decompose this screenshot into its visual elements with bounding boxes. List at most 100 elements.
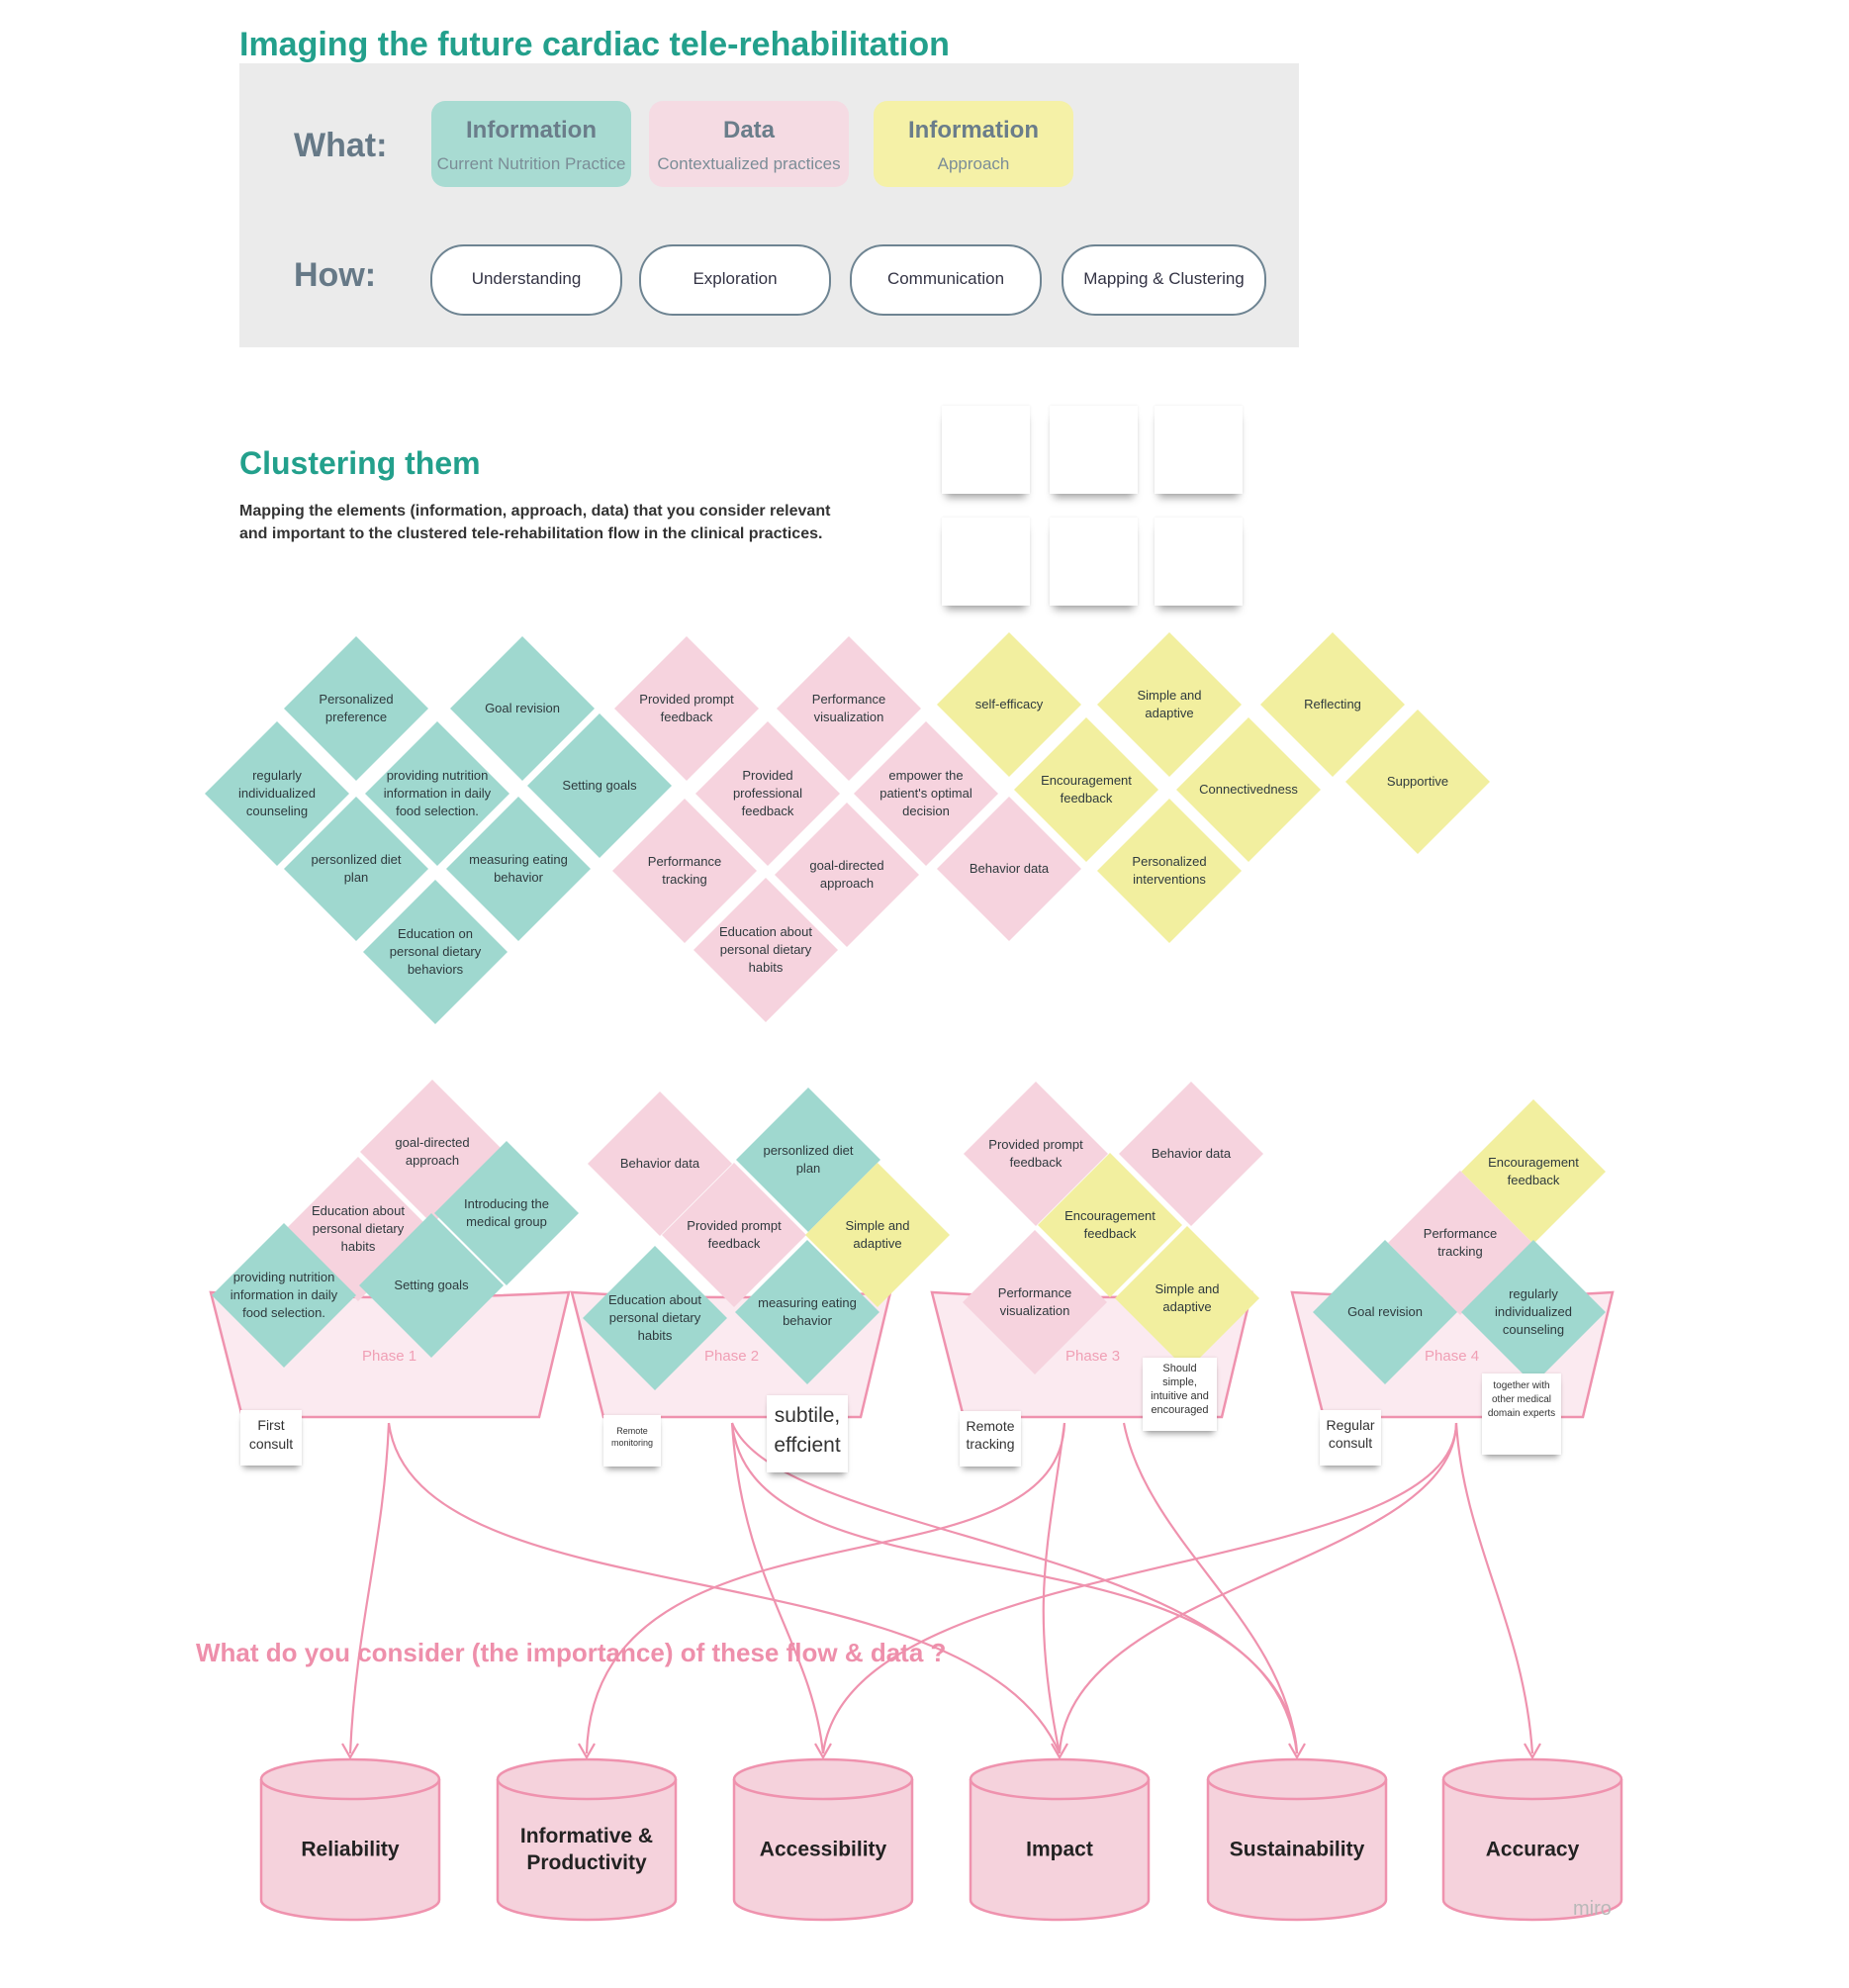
outcome-impact-label: Impact [1026,1838,1093,1861]
outcome-reliability-label: Reliability [301,1838,400,1861]
phase-4-diamond-regularly-individualized-counseling[interactable] [1461,1240,1606,1384]
flow-arrowhead [1051,1743,1068,1760]
phase-2-diamond-simple-and-adaptive[interactable] [805,1163,950,1307]
flow-connector[interactable] [1042,1422,1066,1754]
outcome-impact-cylinder[interactable] [969,1757,1151,1922]
method-mapping-clustering[interactable]: Mapping & Clustering [1062,244,1266,316]
outcome-reliability-cylinder[interactable] [259,1757,441,1922]
outcome-accessibility-cylinder[interactable] [732,1757,914,1922]
phase-3-note[interactable]: Remote tracking [960,1411,1021,1467]
phase-4-label: Phase 4 [1425,1348,1480,1365]
cluster-diamond-goal-revision[interactable] [450,636,595,781]
category-data[interactable]: Data Contextualized practices [649,101,849,187]
outcome-accuracy-label: Accuracy [1485,1838,1580,1861]
cluster-diamond-simple-and-adaptive[interactable] [1097,632,1242,777]
outcome-sustainability-cylinder[interactable] [1206,1757,1388,1922]
empty-sticky-note[interactable] [942,406,1030,494]
flow-connector[interactable] [730,1422,825,1754]
outcome-accessibility-label: Accessibility [759,1838,887,1861]
cluster-diamond-encouragement-feedback[interactable] [1014,717,1158,862]
flow-arrowhead [1524,1743,1541,1760]
cluster-diamond-reflecting[interactable] [1260,632,1405,777]
phase-2-diamond-provided-prompt-feedback[interactable] [662,1163,806,1307]
cluster-diamond-regularly-individualized-counseling[interactable] [205,721,349,866]
what-how-panel: What: Information Current Nutrition Prac… [239,63,1299,347]
empty-sticky-note[interactable] [1155,518,1243,606]
cluster-diamond-education-about-personal-dietary-habits[interactable] [693,878,838,1022]
phase-2-diamond-behavior-data[interactable] [588,1091,732,1236]
cluster-diamond-connectivedness[interactable] [1176,717,1321,862]
outcome-accuracy-cylinder[interactable] [1441,1757,1623,1922]
empty-sticky-note[interactable] [1050,406,1138,494]
flow-connector[interactable] [1454,1422,1534,1754]
phase-1-diamond-introducing-the-medical-group[interactable] [434,1141,579,1285]
category-information-approach[interactable]: Information Approach [874,101,1073,187]
phase-3-diamond-provided-prompt-feedback[interactable] [964,1082,1108,1226]
phase-2-note[interactable]: Remote monitoring [603,1415,661,1467]
phase-1-note[interactable]: First consult [240,1410,302,1466]
cylinder-rim [259,1778,441,1801]
phase-4-note[interactable]: Regular consult [1320,1410,1381,1466]
flow-connector[interactable] [730,1422,1299,1754]
method-exploration[interactable]: Exploration [639,244,831,316]
empty-sticky-note[interactable] [942,518,1030,606]
cluster-diamond-measuring-eating-behavior[interactable] [446,797,591,941]
phase-4-diamond-goal-revision[interactable] [1313,1240,1457,1384]
phase-3-diamond-simple-and-adaptive[interactable] [1115,1226,1259,1371]
cluster-diamond-personalized-interventions[interactable] [1097,799,1242,943]
flow-connector[interactable] [585,1422,1066,1754]
flow-connector[interactable] [821,1422,1458,1754]
empty-sticky-note[interactable] [1050,518,1138,606]
flow-arrowhead [578,1743,596,1760]
flow-connector[interactable] [730,1422,1299,1754]
phase-1-diamond-setting-goals[interactable] [359,1213,504,1358]
clustering-title: Clustering them [239,445,481,481]
cluster-diamond-providing-nutrition-information-in-daily-food-selection[interactable] [365,721,509,866]
cylinder-rim [1206,1778,1388,1801]
miro-logo: miro [1573,1898,1612,1920]
cluster-diamond-performance-tracking[interactable] [612,799,757,943]
cluster-diamond-provided-professional-feedback[interactable] [695,721,840,866]
outcome-informative-productivity-label: Informative & Productivity [519,1825,654,1874]
phase-4-extra-note[interactable]: together with other medical domain exper… [1482,1373,1561,1455]
cluster-diamond-personalized-preference[interactable] [284,636,428,781]
cluster-diamond-provided-prompt-feedback[interactable] [614,636,759,781]
flow-connector[interactable] [1058,1422,1458,1754]
phase-2-diamond-measuring-eating-behavior[interactable] [735,1240,879,1384]
cluster-diamond-supportive[interactable] [1345,710,1490,854]
phase-3-diamond-performance-visualization[interactable] [963,1230,1107,1374]
phase-1-diamond-providing-nutrition-information-in-daily-food-selection[interactable] [212,1223,356,1368]
phase-2-extra-note[interactable]: subtile, effcient [767,1395,848,1472]
clustering-description-line: and important to the clustered tele-reha… [239,525,823,542]
category-subtitle: Current Nutrition Practice [436,154,626,173]
phase-3-diamond-encouragement-feedback[interactable] [1038,1153,1182,1297]
method-communication[interactable]: Communication [850,244,1042,316]
cylinder-rim [969,1778,1151,1801]
flow-connector[interactable] [387,1422,1062,1754]
what-label: What: [294,127,388,164]
category-subtitle: Contextualized practices [657,154,841,173]
cluster-diamond-empower-the-patient-s-optimal-decision[interactable] [854,721,998,866]
flow-connector[interactable] [348,1422,391,1754]
cluster-diamond-setting-goals[interactable] [527,713,672,858]
phase-2-diamond-education-about-personal-dietary-habits[interactable] [583,1246,727,1390]
clustering-description: Mapping the elements (information, appro… [239,500,952,545]
phase-3-diamond-behavior-data[interactable] [1119,1082,1263,1226]
outcome-informative-productivity-cylinder[interactable] [496,1757,678,1922]
outcome-sustainability-label: Sustainability [1229,1838,1365,1861]
category-information-nutrition[interactable]: Information Current Nutrition Practice [431,101,631,187]
cluster-diamond-education-on-personal-dietary-behaviors[interactable] [363,880,508,1024]
cluster-diamond-behavior-data[interactable] [937,797,1081,941]
cluster-diamond-self-efficacy[interactable] [937,632,1081,777]
importance-question: What do you consider (the importance) of… [196,1638,947,1667]
category-title: Data [722,117,776,143]
empty-sticky-note[interactable] [1155,406,1243,494]
cluster-diamond-personlized-diet-plan[interactable] [284,797,428,941]
flow-connector[interactable] [1122,1422,1299,1754]
method-understanding[interactable]: Understanding [430,244,622,316]
category-subtitle: Approach [937,154,1010,173]
clustering-description-line: Mapping the elements (information, appro… [239,503,831,520]
cluster-diamond-performance-visualization[interactable] [777,636,921,781]
phase-3-extra-note[interactable]: Should simple, intuitive and encouraged [1143,1358,1217,1431]
cluster-diamond-goal-directed-approach[interactable] [775,803,919,947]
